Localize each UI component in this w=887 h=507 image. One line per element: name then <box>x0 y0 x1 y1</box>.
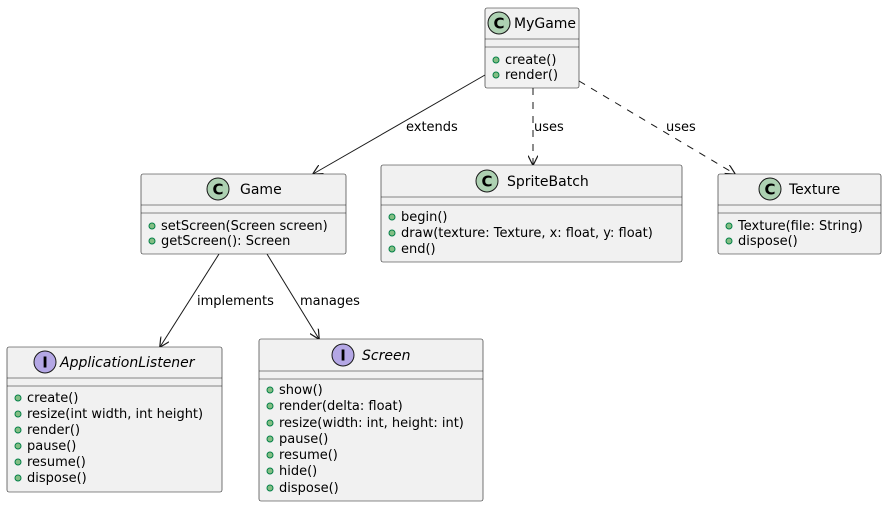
edge-label-extends: extends <box>406 120 458 135</box>
class-badge-icon <box>206 177 230 201</box>
public-visibility-icon <box>14 426 22 434</box>
edge-label-uses-texture: uses <box>666 120 696 135</box>
method: resume() <box>279 448 338 463</box>
method: pause() <box>27 439 76 454</box>
class-texture: C Texture Texture(file: String) dispose(… <box>717 173 882 255</box>
method: dispose() <box>738 234 798 249</box>
method: setScreen(Screen screen) <box>161 219 328 234</box>
class-name-game: Game <box>240 182 282 198</box>
svg-text:C: C <box>764 181 775 199</box>
public-visibility-icon <box>266 467 274 475</box>
public-visibility-icon <box>388 213 396 221</box>
svg-text:C: C <box>481 173 492 191</box>
method: hide() <box>279 464 317 479</box>
public-visibility-icon <box>266 435 274 443</box>
class-badge-icon <box>487 11 511 35</box>
interface-name-screen: Screen <box>362 348 410 364</box>
edge-label-manages: manages <box>300 294 360 309</box>
class-name-spritebatch: SpriteBatch <box>507 174 589 190</box>
method: getScreen(): Screen <box>161 234 290 249</box>
public-visibility-icon <box>14 442 22 450</box>
method: resize(int width, int height) <box>27 407 203 422</box>
public-visibility-icon <box>266 451 274 459</box>
edge-game-applicationlistener <box>160 253 220 347</box>
public-visibility-icon <box>725 237 733 245</box>
public-visibility-icon <box>388 229 396 237</box>
class-game: C Game setScreen(Screen screen) getScree… <box>140 173 347 255</box>
svg-text:I: I <box>340 347 346 365</box>
public-visibility-icon <box>266 386 274 394</box>
method: render() <box>27 423 80 438</box>
public-visibility-icon <box>725 222 733 230</box>
edge-label-uses-spritebatch: uses <box>534 120 564 135</box>
public-visibility-icon <box>148 222 156 230</box>
class-badge-icon <box>475 169 499 193</box>
method: resume() <box>27 455 86 470</box>
public-visibility-icon <box>14 458 22 466</box>
method: draw(texture: Texture, x: float, y: floa… <box>401 226 653 241</box>
edge-mygame-game <box>313 74 486 174</box>
interface-applicationlistener: I ApplicationListener create() resize(in… <box>6 346 223 493</box>
interface-name-applicationlistener: ApplicationListener <box>59 355 196 371</box>
method: begin() <box>401 210 448 225</box>
class-name-mygame: MyGame <box>514 16 576 32</box>
public-visibility-icon <box>266 402 274 410</box>
svg-text:I: I <box>42 354 48 372</box>
edge-mygame-texture <box>578 80 735 174</box>
class-spritebatch: C SpriteBatch begin() draw(texture: Text… <box>380 164 683 263</box>
public-visibility-icon <box>492 71 500 79</box>
public-visibility-icon <box>492 56 500 64</box>
public-visibility-icon <box>14 410 22 418</box>
public-visibility-icon <box>14 394 22 402</box>
method: create() <box>505 53 556 68</box>
public-visibility-icon <box>266 419 274 427</box>
public-visibility-icon <box>266 484 274 492</box>
public-visibility-icon <box>148 237 156 245</box>
edge-game-screen <box>266 253 319 339</box>
method: render() <box>505 68 558 83</box>
svg-text:C: C <box>493 15 504 33</box>
public-visibility-icon <box>14 474 22 482</box>
svg-text:C: C <box>212 181 223 199</box>
method: end() <box>401 242 436 257</box>
class-name-texture: Texture <box>788 182 840 198</box>
method: dispose() <box>27 471 87 486</box>
interface-screen: I Screen show() render(delta: float) res… <box>258 338 484 502</box>
class-mygame: C MyGame create() render() <box>484 7 580 89</box>
interface-badge-icon <box>331 343 355 367</box>
edges: extends uses uses implements manages <box>160 74 735 347</box>
method: show() <box>279 383 323 398</box>
method: pause() <box>279 432 328 447</box>
class-badge-icon <box>758 177 782 201</box>
method: create() <box>27 391 78 406</box>
edge-label-implements: implements <box>197 294 274 309</box>
public-visibility-icon <box>388 245 396 253</box>
method: Texture(file: String) <box>737 219 863 234</box>
method: dispose() <box>279 481 339 496</box>
interface-badge-icon <box>33 350 57 374</box>
method: resize(width: int, height: int) <box>279 416 464 431</box>
method: render(delta: float) <box>279 399 403 414</box>
